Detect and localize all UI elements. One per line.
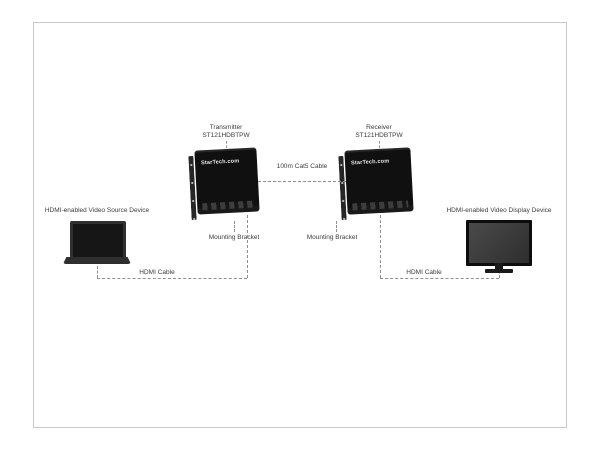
hdmi-cable-right-label: HDMI Cable: [402, 269, 446, 277]
mounting-bracket-right-label: Mounting Bracket: [306, 234, 358, 241]
hdmi-right-line-from-receiver: [380, 215, 381, 278]
display-device-label: HDMI-enabled Video Display Device: [446, 207, 552, 214]
hdmi-left-line-to-transmitter: [247, 215, 248, 278]
transmitter-model: ST121HDBTPW: [202, 132, 250, 139]
laptop-screen-icon: [70, 221, 126, 260]
hdmi-left-line-from-laptop: [97, 266, 98, 278]
mounting-bracket-left-label: Mounting Bracket: [208, 234, 260, 241]
receiver-title: Receiver: [366, 124, 392, 131]
transmitter-device-icon: StarTech.com: [194, 147, 260, 215]
receiver-leader-line: [379, 141, 380, 148]
cat5-cable-label: 100m Cat5 Cable: [276, 163, 328, 170]
receiver-ports-icon: [352, 200, 409, 211]
laptop-base-icon: [63, 257, 131, 264]
receiver-device-icon: StarTech.com: [344, 147, 414, 215]
receiver-model: ST121HDBTPW: [355, 132, 403, 139]
hdmi-right-line-horizontal: [380, 278, 499, 279]
hdmi-cable-left-label: HDMI Cable: [135, 269, 179, 277]
mounting-bracket-right-leader-line: [336, 221, 337, 232]
transmitter-title: Transmitter: [209, 124, 243, 131]
transmitter-ports-icon: [202, 200, 255, 211]
mounting-bracket-left-leader-line: [234, 221, 235, 232]
monitor-stand-neck-icon: [495, 263, 503, 269]
monitor-stand-base-icon: [485, 269, 513, 273]
transmitter-brand-logo: StarTech.com: [200, 158, 240, 167]
transmitter-leader-line: [226, 141, 227, 148]
hdmi-left-line-horizontal: [97, 278, 247, 279]
receiver-brand-logo: StarTech.com: [350, 158, 390, 167]
monitor-screen-icon: [466, 220, 532, 266]
cat5-cable-line: [258, 181, 346, 182]
source-device-label: HDMI-enabled Video Source Device: [44, 207, 150, 214]
